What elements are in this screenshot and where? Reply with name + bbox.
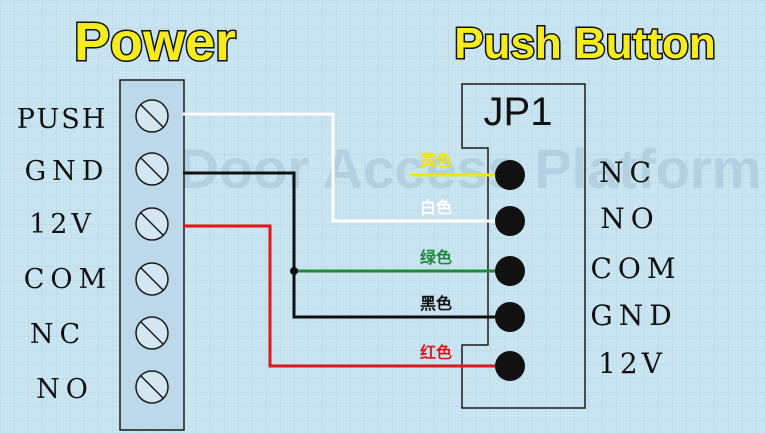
- terminal-screw-slot: [140, 157, 164, 181]
- jp1-label-nc: NC: [599, 156, 657, 189]
- terminal-screws: [135, 99, 169, 404]
- power-terminal-labels: PUSH GND 12V COM NC NO: [17, 104, 112, 405]
- terminal-screw-slot: [140, 212, 164, 236]
- wire-label-red: 红色: [420, 343, 452, 362]
- wire-label-yellow: 黄色: [420, 151, 452, 170]
- watermark: Door Access Platform: [179, 137, 762, 200]
- jp1-pin-gnd: [495, 302, 525, 332]
- push-button-title: Push Button: [454, 19, 716, 68]
- wire-white: [183, 112, 508, 223]
- jp1-label-gnd: GND: [590, 299, 677, 332]
- jp1-label-12v: 12V: [598, 347, 666, 380]
- wire-black: [183, 171, 508, 319]
- terminal-screw-slot: [140, 375, 164, 399]
- power-label-gnd: GND: [25, 156, 110, 187]
- wire-label-black: 黑色: [420, 294, 452, 313]
- terminal-screw-slot: [140, 321, 164, 345]
- wire-label-green: 绿色: [420, 248, 452, 267]
- power-label-no: NO: [36, 374, 94, 405]
- jp1-label-no: NO: [600, 202, 659, 235]
- jp1-pin-nc: [495, 160, 525, 190]
- jp1-title: JP1: [484, 90, 553, 134]
- jp1-label-com: COM: [590, 252, 681, 285]
- terminal-screw-slot: [140, 267, 164, 291]
- jp1-connector-outline: [461, 83, 586, 409]
- power-label-push: PUSH: [17, 104, 108, 135]
- jp1-pin-com: [495, 256, 525, 286]
- jp1-pin-no: [495, 206, 525, 236]
- power-label-com: COM: [24, 264, 112, 295]
- wire-junction-dot: [290, 267, 298, 275]
- jp1-pin-12v: [495, 351, 525, 381]
- wire-red: [183, 224, 508, 368]
- power-label-nc: NC: [30, 319, 86, 350]
- power-label-12v: 12V: [29, 209, 95, 240]
- power-title: Power: [74, 12, 236, 72]
- terminal-screw-slot: [140, 104, 164, 128]
- wire-label-white: 白色: [420, 198, 452, 217]
- jp1-pin-labels: NC NO COM GND 12V: [590, 156, 681, 380]
